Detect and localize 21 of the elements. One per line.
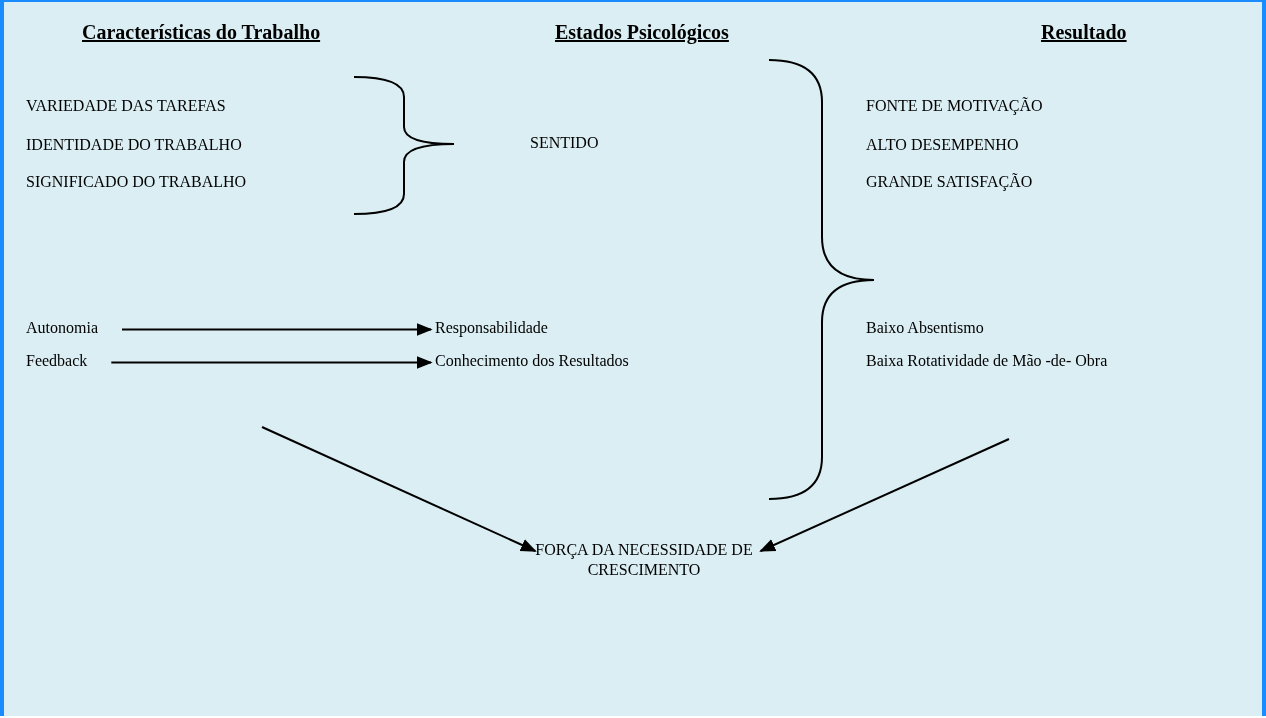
item-text: IDENTIDADE DO TRABALHO [26, 135, 242, 155]
item-text: GRANDE SATISFAÇÃO [866, 172, 1033, 192]
item-text: Autonomia [26, 318, 98, 338]
item-text: ALTO DESEMPENHO [866, 135, 1019, 155]
arrow [261, 426, 537, 552]
column-heading: Estados Psicológicos [555, 20, 729, 44]
item-text: FONTE DE MOTIVAÇÃO [866, 96, 1043, 116]
item-text: Baixo Absentismo [866, 318, 984, 338]
item-text: SIGNIFICADO DO TRABALHO [26, 172, 247, 192]
item-text: Feedback [26, 351, 88, 371]
item-text: Conhecimento dos Resultados [435, 351, 629, 371]
item-text: Responsabilidade [435, 318, 548, 338]
item-text: FORÇA DA NECESSIDADE DE CRESCIMENTO [514, 540, 774, 580]
column-heading: Resultado [1041, 20, 1127, 44]
arrow [759, 438, 1010, 552]
arrow [121, 323, 433, 336]
item-text: Baixa Rotatividade de Mão -de- Obra [866, 351, 1108, 371]
item-text: VARIEDADE DAS TAREFAS [26, 96, 226, 116]
arrow [110, 356, 433, 369]
column-heading: Características do Trabalho [82, 20, 321, 44]
item-text: SENTIDO [530, 133, 599, 153]
